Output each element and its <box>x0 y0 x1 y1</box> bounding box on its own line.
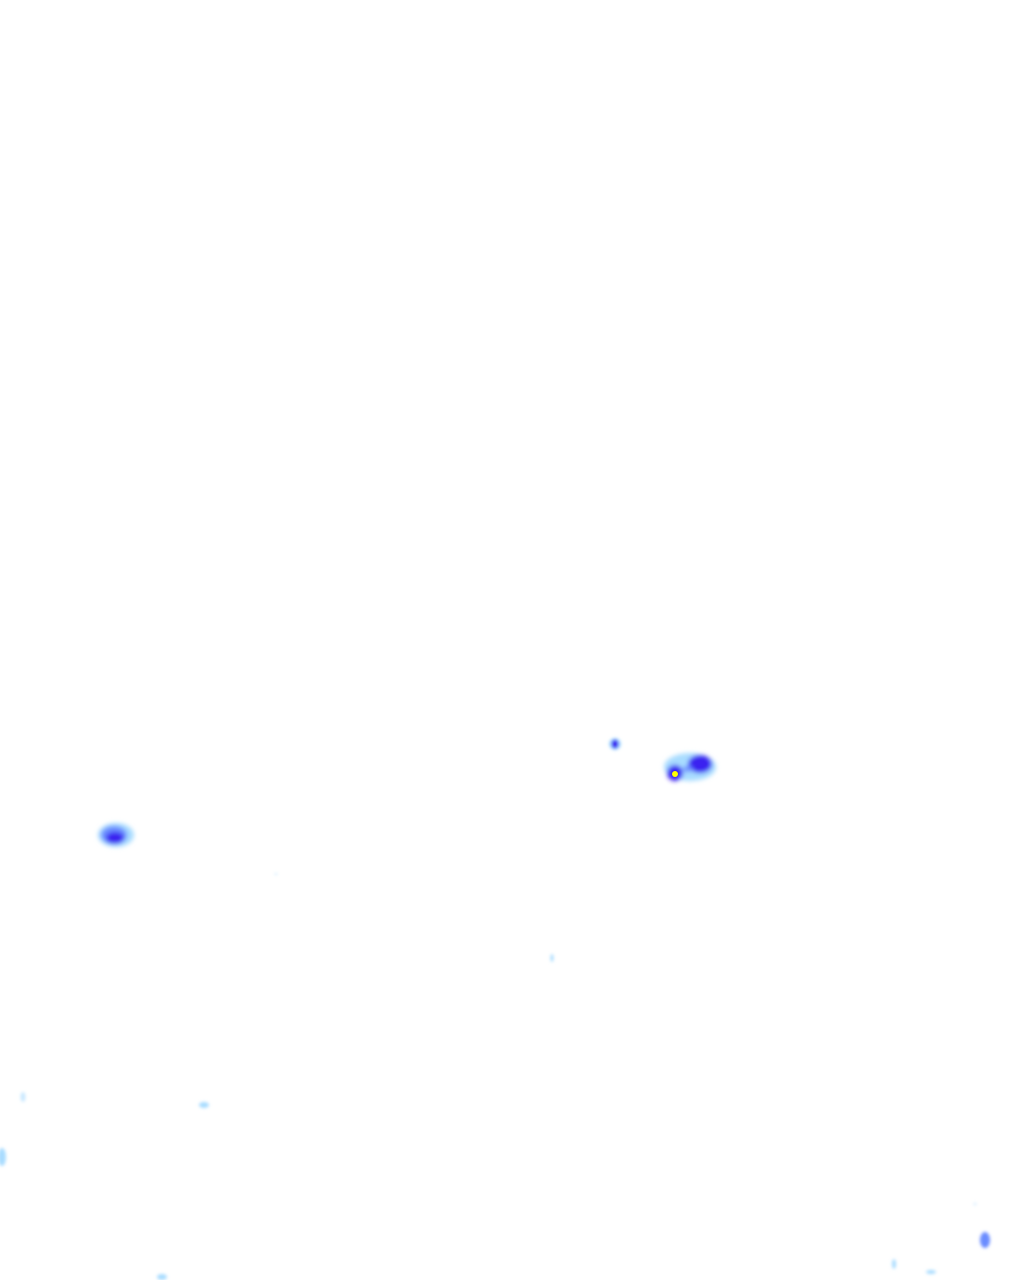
location-dot-icon <box>672 771 678 777</box>
precip-cell-east <box>664 753 716 781</box>
light-precip-specks <box>0 873 990 1280</box>
precip-cell-west <box>98 823 134 847</box>
precip-cell-small <box>609 738 621 750</box>
